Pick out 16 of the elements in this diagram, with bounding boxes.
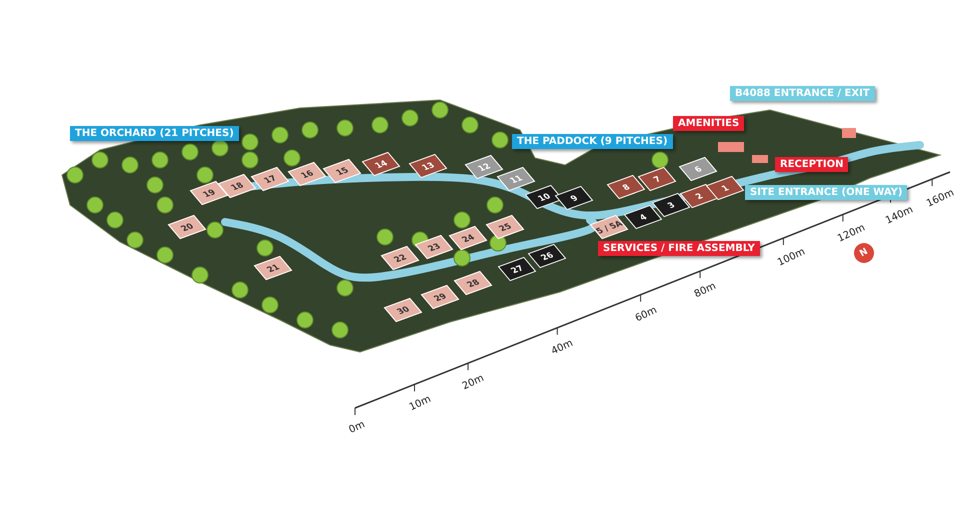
scale-label: 160m: [925, 188, 956, 210]
scale-label: 140m: [884, 204, 914, 226]
area-label: RECEPTION: [775, 157, 848, 172]
scale-label: 80m: [692, 280, 718, 300]
scale-label: 20m: [460, 372, 486, 392]
area-label: SITE ENTRANCE (ONE WAY): [745, 185, 908, 200]
scale-label: 60m: [633, 304, 658, 324]
area-label: THE PADDOCK (9 PITCHES): [512, 134, 673, 149]
area-label: THE ORCHARD (21 PITCHES): [70, 126, 239, 141]
scale-label: 40m: [550, 338, 576, 357]
area-label: B4088 ENTRANCE / EXIT: [730, 86, 875, 101]
scale-label: 0m: [347, 419, 367, 436]
scale-label: 10m: [407, 394, 432, 414]
scale-label: 100m: [776, 246, 808, 269]
area-label: AMENITIES: [673, 116, 744, 131]
area-label: SERVICES / FIRE ASSEMBLY: [598, 241, 760, 256]
